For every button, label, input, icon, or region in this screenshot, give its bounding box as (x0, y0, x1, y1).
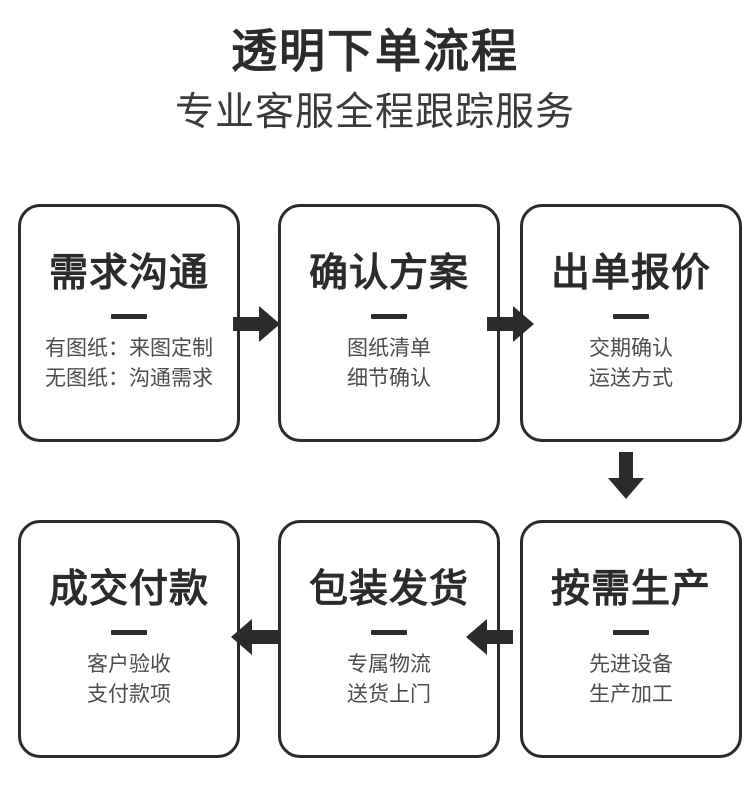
flow-step-detail-line: 生产加工 (589, 681, 673, 706)
flow-step-details-5: 专属物流 送货上门 (347, 649, 431, 710)
divider-icon (371, 313, 407, 319)
flow-step-detail-line: 交期确认 (589, 335, 673, 360)
arrow-right-icon (487, 306, 534, 342)
flow-step-card-6[interactable]: 成交付款 客户验收 支付款项 (18, 520, 240, 758)
flow-step-details-2: 图纸清单 细节确认 (347, 333, 431, 394)
flow-step-title-3: 出单报价 (550, 250, 711, 296)
flow-step-title-4: 按需生产 (550, 566, 711, 612)
divider-icon (111, 629, 147, 635)
page-subtitle: 专业客服全程跟踪服务 (174, 89, 575, 135)
page-header: 透明下单流程 专业客服全程跟踪服务 (0, 0, 750, 136)
arrow-left-icon (231, 619, 278, 655)
flow-step-detail-line: 运送方式 (589, 365, 673, 390)
flow-step-title-5: 包装发货 (308, 566, 469, 612)
flow-step-detail-line: 有图纸：来图定制 (45, 335, 213, 360)
arrow-down-icon (608, 452, 644, 499)
flow-step-details-6: 客户验收 支付款项 (87, 649, 171, 710)
flow-step-detail-line: 无图纸：沟通需求 (45, 365, 213, 390)
flow-step-card-3[interactable]: 出单报价 交期确认 运送方式 (520, 204, 742, 442)
flow-step-title-6: 成交付款 (48, 566, 209, 612)
flow-step-details-3: 交期确认 运送方式 (589, 333, 673, 394)
arrow-right-icon (233, 306, 280, 342)
divider-icon (371, 629, 407, 635)
arrow-left-icon (466, 619, 513, 655)
flow-step-detail-line: 支付款项 (87, 681, 171, 706)
flow-step-title-1: 需求沟通 (48, 250, 209, 296)
flow-step-detail-line: 专属物流 (347, 651, 431, 676)
flow-step-card-1[interactable]: 需求沟通 有图纸：来图定制 无图纸：沟通需求 (18, 204, 240, 442)
flow-step-detail-line: 先进设备 (589, 651, 673, 676)
flow-step-detail-line: 图纸清单 (347, 335, 431, 360)
divider-icon (613, 313, 649, 319)
flow-step-detail-line: 细节确认 (347, 365, 431, 390)
flow-step-title-2: 确认方案 (308, 250, 469, 296)
divider-icon (613, 629, 649, 635)
flow-step-details-1: 有图纸：来图定制 无图纸：沟通需求 (45, 333, 213, 394)
page-title: 透明下单流程 (231, 24, 519, 78)
flow-step-card-5[interactable]: 包装发货 专属物流 送货上门 (278, 520, 500, 758)
flow-step-detail-line: 送货上门 (347, 681, 431, 706)
divider-icon (111, 313, 147, 319)
flow-step-card-4[interactable]: 按需生产 先进设备 生产加工 (520, 520, 742, 758)
flow-step-detail-line: 客户验收 (87, 651, 171, 676)
flow-step-details-4: 先进设备 生产加工 (589, 649, 673, 710)
flow-step-card-2[interactable]: 确认方案 图纸清单 细节确认 (278, 204, 500, 442)
